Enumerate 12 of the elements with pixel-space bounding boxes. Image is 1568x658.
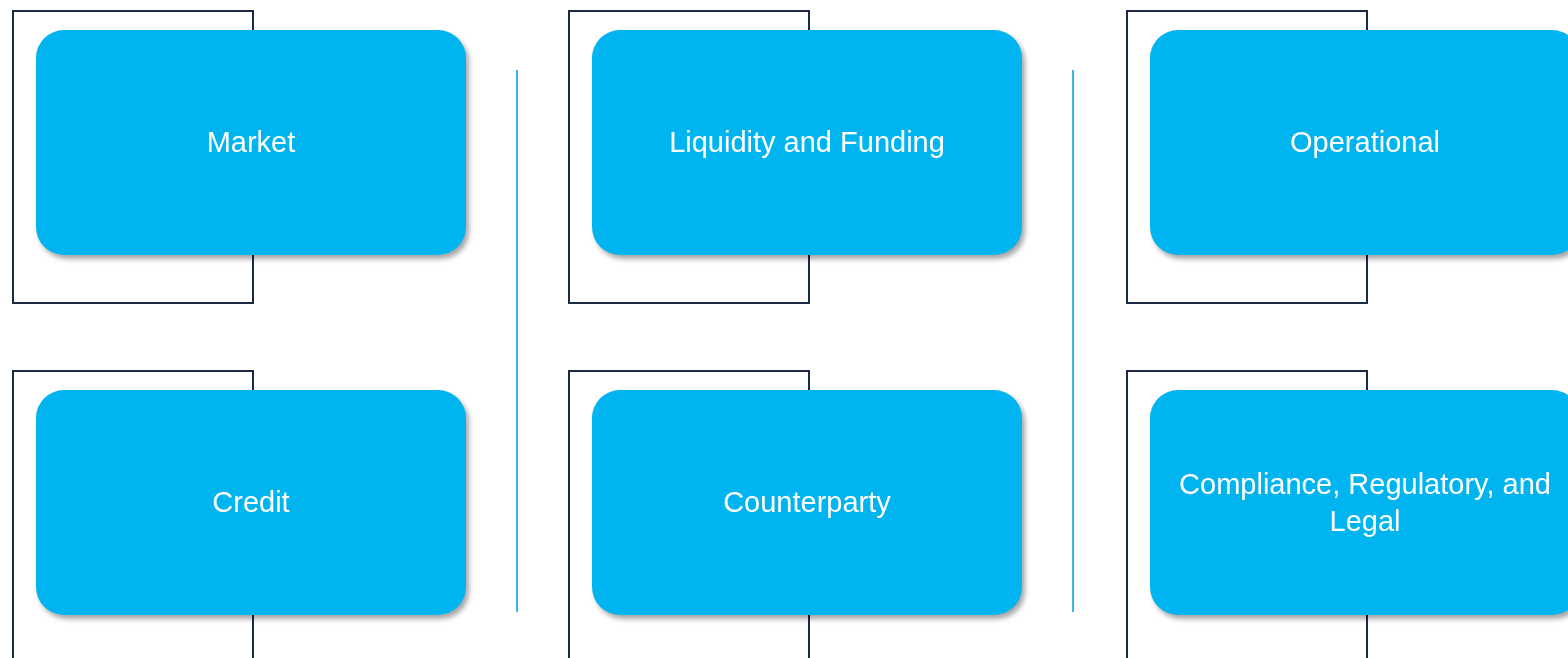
category-box [1150, 390, 1568, 615]
category-box [592, 30, 1022, 255]
box-label: Compliance, Regulatory, and Legal [1178, 467, 1552, 539]
box-label: Market [206, 125, 296, 161]
box-label: Credit [212, 485, 290, 521]
box-label: Liquidity and Funding [669, 125, 945, 161]
box-label: Counterparty [723, 485, 891, 521]
category-box [1150, 30, 1568, 255]
category-box [36, 30, 466, 255]
category-box [36, 390, 466, 615]
category-box [592, 390, 1022, 615]
box-label: Operational [1290, 125, 1440, 161]
